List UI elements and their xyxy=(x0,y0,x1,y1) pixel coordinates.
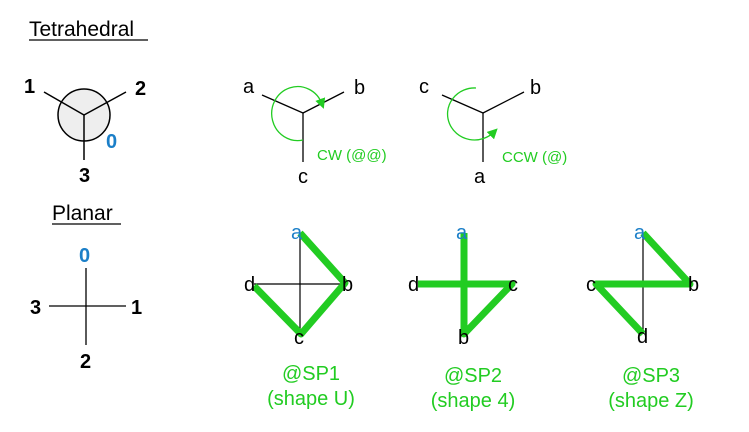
tetra-label-2: 2 xyxy=(135,78,146,100)
ccw-caption: CCW (@) xyxy=(502,149,567,166)
sp2-diagram: a b c d @SP2 (shape 4) xyxy=(408,222,518,412)
tetra-label-3: 3 xyxy=(79,165,90,187)
sp2-path xyxy=(418,233,516,338)
sp1-name: @SP1 xyxy=(282,363,340,385)
tetrahedral-reference: 1 2 3 0 xyxy=(24,76,146,187)
sp2-name: @SP2 xyxy=(444,365,502,387)
cw-label-a: a xyxy=(243,76,255,98)
cw-rotation-arrow xyxy=(271,85,326,142)
sp3-diagram: a b c d @SP3 (shape Z) xyxy=(586,222,699,412)
heading-tetrahedral: Tetrahedral xyxy=(29,18,134,41)
sp2-label-c: c xyxy=(508,274,518,296)
sp3-label-c: c xyxy=(586,274,596,296)
cw-caption: CW (@@) xyxy=(317,147,387,164)
cw-label-b: b xyxy=(354,77,365,99)
sp3-label-b: b xyxy=(688,274,699,296)
ccw-label-a: a xyxy=(474,166,486,188)
ccw-rotation-arrow xyxy=(446,87,498,141)
sp1-label-d: d xyxy=(244,274,255,296)
planar-reference: 0 1 2 3 xyxy=(30,245,142,373)
sp3-label-d: d xyxy=(637,326,648,348)
sp2-label-a: a xyxy=(456,222,468,244)
sp3-shape: (shape Z) xyxy=(608,390,694,412)
planar-label-2: 2 xyxy=(80,351,91,373)
ccw-label-c: c xyxy=(419,76,429,98)
sp2-label-b: b xyxy=(458,327,469,349)
ccw-diagram: c b a CCW (@) xyxy=(419,76,567,188)
heading-planar: Planar xyxy=(52,202,113,225)
sp3-label-a: a xyxy=(634,222,646,244)
sp1-path xyxy=(251,230,349,338)
planar-label-3: 3 xyxy=(30,297,41,319)
sp3-name: @SP3 xyxy=(622,365,680,387)
cw-label-c: c xyxy=(298,166,308,188)
sp2-shape: (shape 4) xyxy=(431,390,516,412)
cw-diagram: a b c CW (@@) xyxy=(243,76,387,188)
tetra-label-0: 0 xyxy=(106,131,117,153)
sp1-diagram: a b c d @SP1 (shape U) xyxy=(244,222,355,410)
sp1-shape: (shape U) xyxy=(267,388,355,410)
ccw-label-b: b xyxy=(530,77,541,99)
sp2-label-d: d xyxy=(408,274,419,296)
planar-label-1: 1 xyxy=(131,297,142,319)
sp3-path xyxy=(592,230,694,337)
planar-label-0: 0 xyxy=(79,245,90,267)
sp1-label-c: c xyxy=(294,327,304,349)
tetra-label-1: 1 xyxy=(24,76,35,98)
sp1-label-a: a xyxy=(291,222,303,244)
sp1-label-b: b xyxy=(342,274,353,296)
